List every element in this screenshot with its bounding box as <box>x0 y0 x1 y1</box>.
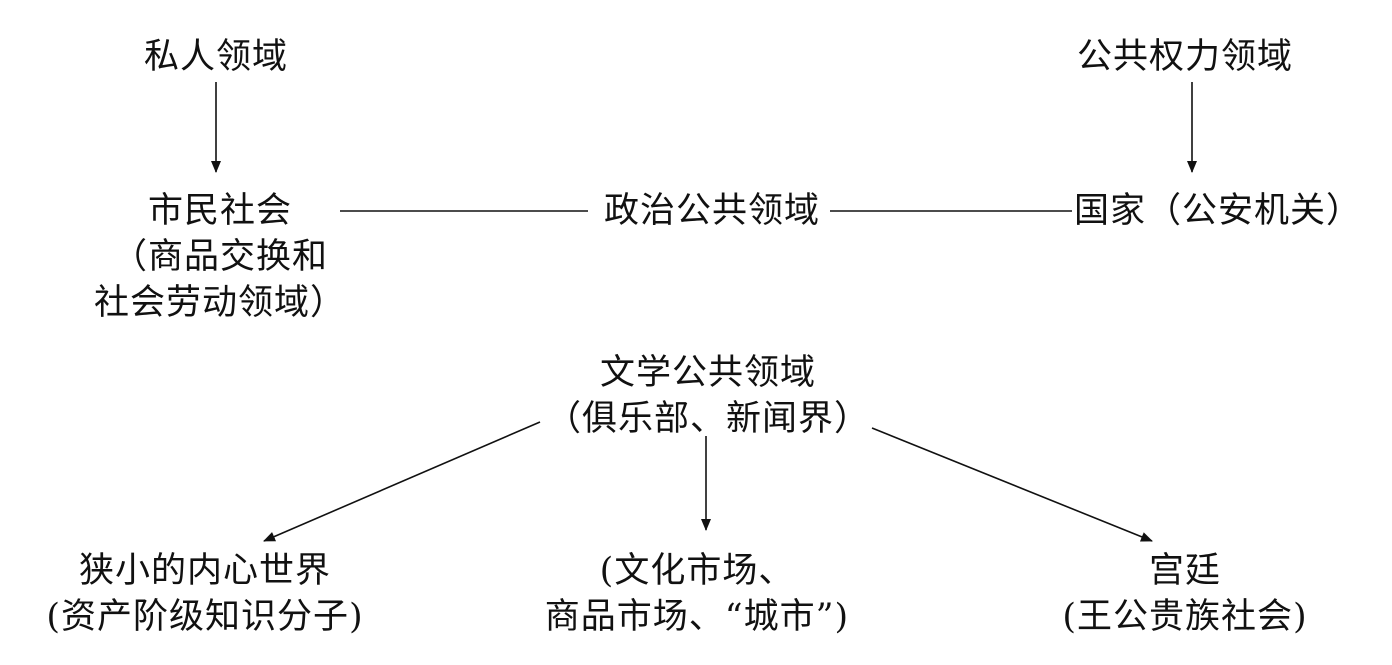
node-political-public: 政治公共领域 <box>604 188 820 234</box>
node-inner-world-line-1: 狭小的内心世界 <box>78 551 331 591</box>
node-private-realm: 私人领域 <box>144 34 288 80</box>
node-political-public-line: 政治公共领域 <box>603 191 821 231</box>
node-civil-society-line-3: 社会劳动领域） <box>93 283 347 323</box>
node-inner-world-line-2: (资产阶级知识分子) <box>46 597 364 637</box>
node-state: 国家（公安机关） <box>1074 188 1362 234</box>
node-state-line: 国家（公安机关） <box>1073 191 1363 231</box>
node-literary-public-line-1: 文学公共领域 <box>599 353 817 393</box>
node-civil-society-line-2: （商品交换和 <box>111 237 329 277</box>
node-civil-society: 市民社会 （商品交换和 社会劳动领域） <box>94 188 346 326</box>
node-culture-market-line-2: 商品市场、“城市”) <box>544 597 850 637</box>
node-literary-public: 文学公共领域 （俱乐部、新闻界） <box>546 350 870 442</box>
node-culture-market-line-1: (文化市场、 <box>599 551 795 591</box>
node-culture-market: (文化市场、 商品市场、“城市”) <box>545 548 849 640</box>
node-court-line-1: 宫廷 <box>1148 551 1221 591</box>
node-public-authority: 公共权力领域 <box>1077 34 1293 80</box>
node-court-line-2: (王公贵族社会) <box>1062 597 1308 637</box>
node-court: 宫廷 (王公贵族社会) <box>1062 548 1307 640</box>
node-civil-society-line-1: 市民社会 <box>147 191 293 231</box>
node-literary-public-line-2: （俱乐部、新闻界） <box>545 399 871 439</box>
edge-literary-public-to-court <box>871 427 1153 542</box>
node-public-authority-line: 公共权力领域 <box>1076 37 1294 77</box>
edge-literary-public-to-inner-world <box>263 421 541 542</box>
node-private-realm-line: 私人领域 <box>143 37 289 77</box>
node-inner-world: 狭小的内心世界 (资产阶级知识分子) <box>46 548 363 640</box>
